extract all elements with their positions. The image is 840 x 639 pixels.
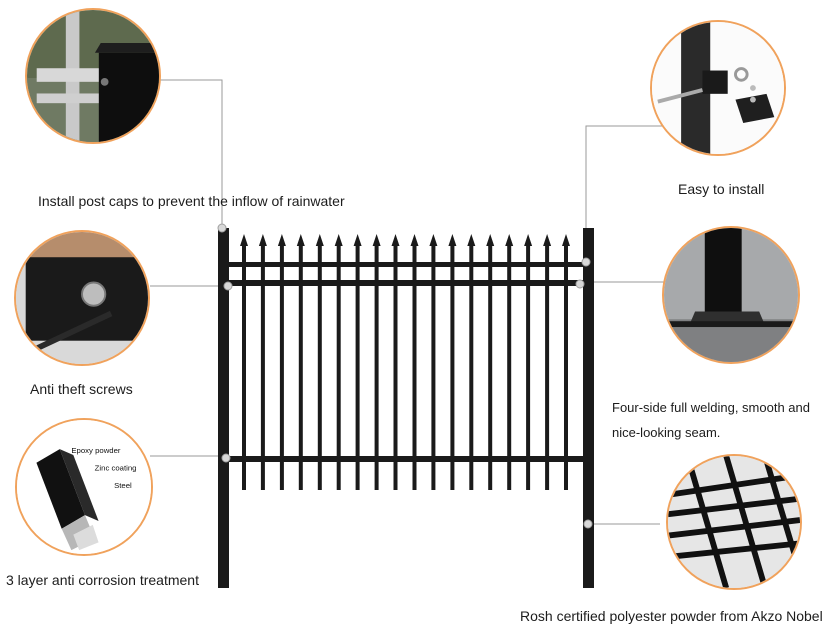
fence-picket-spear: [562, 234, 570, 246]
fence-picket-spear: [467, 234, 476, 246]
fence-picket-spear: [448, 234, 457, 246]
label-welding-line2: nice-looking seam.: [612, 425, 721, 440]
fence-picket: [545, 244, 550, 490]
fence-picket: [393, 244, 398, 490]
fence-rail-top-2: [222, 280, 590, 286]
connector-post-caps: [150, 79, 223, 226]
fence-picket: [374, 244, 379, 490]
fence-post-right: [583, 228, 594, 588]
fence-picket: [317, 244, 322, 490]
layer-epoxy-label: Epoxy powder: [71, 446, 121, 455]
label-easy-install: Easy to install: [678, 181, 765, 197]
label-post-caps: Install post caps to prevent the inflow …: [38, 193, 345, 209]
indicator-dot-powder: [583, 519, 593, 529]
fence-picket-spear: [353, 234, 362, 246]
fence-picket: [336, 244, 341, 490]
fence-picket-spear: [315, 234, 324, 246]
label-welding-line1: Four-side full welding, smooth and: [612, 400, 810, 415]
fence-picket-spear: [372, 234, 381, 246]
layer-zinc-label: Zinc coating: [95, 463, 137, 472]
fence-rail-top-1: [222, 262, 590, 267]
indicator-dot-anti-corrosion: [221, 453, 231, 463]
fence-picket-spear: [543, 234, 552, 246]
fence-picket-spear: [258, 234, 267, 246]
fence-picket-spear: [524, 234, 533, 246]
photo-install-bracket: [650, 20, 786, 156]
label-anti-corrosion: 3 layer anti corrosion treatment: [6, 572, 199, 588]
fence-picket: [450, 244, 455, 490]
photo-powder-panels: [666, 454, 802, 590]
fence-picket: [564, 244, 568, 490]
photo-coating-layers: Epoxy powder Zinc coating Steel: [15, 418, 153, 556]
fence-picket-spear: [240, 234, 248, 246]
fence-picket-spear: [429, 234, 438, 246]
fence-picket: [469, 244, 474, 490]
fence-pickets: [240, 234, 570, 490]
fence-picket: [298, 244, 303, 490]
fence-picket-spear: [505, 234, 514, 246]
indicator-dot-post-cap: [217, 223, 227, 233]
fence-picket-spear: [334, 234, 343, 246]
photo-post-cap: [25, 8, 161, 144]
label-powder: Rosh certified polyester powder from Akz…: [520, 608, 823, 624]
fence-picket: [355, 244, 360, 490]
label-anti-theft: Anti theft screws: [30, 381, 133, 397]
fence-picket-spear: [277, 234, 286, 246]
fence-picket-spear: [486, 234, 495, 246]
fence-picket: [431, 244, 436, 490]
fence-picket: [488, 244, 493, 490]
indicator-dot-welding: [575, 279, 585, 289]
fence-picket-spear: [391, 234, 400, 246]
fence-picket: [412, 244, 417, 490]
fence-picket-spear: [410, 234, 419, 246]
layer-steel-label: Steel: [114, 481, 132, 490]
connector-easy-install: [585, 125, 692, 260]
photo-anti-theft-screw: [14, 230, 150, 366]
fence-picket: [279, 244, 284, 490]
fence-picket: [260, 244, 265, 490]
fence-picket: [507, 244, 512, 490]
indicator-dot-anti-theft: [223, 281, 233, 291]
fence-post-left: [218, 228, 229, 588]
fence-picket: [242, 244, 246, 490]
fence-rail-bottom: [222, 456, 590, 462]
indicator-dot-easy-install: [581, 257, 591, 267]
fence-picket-spear: [296, 234, 305, 246]
fence-picket: [526, 244, 531, 490]
photo-weld-seam: [662, 226, 800, 364]
